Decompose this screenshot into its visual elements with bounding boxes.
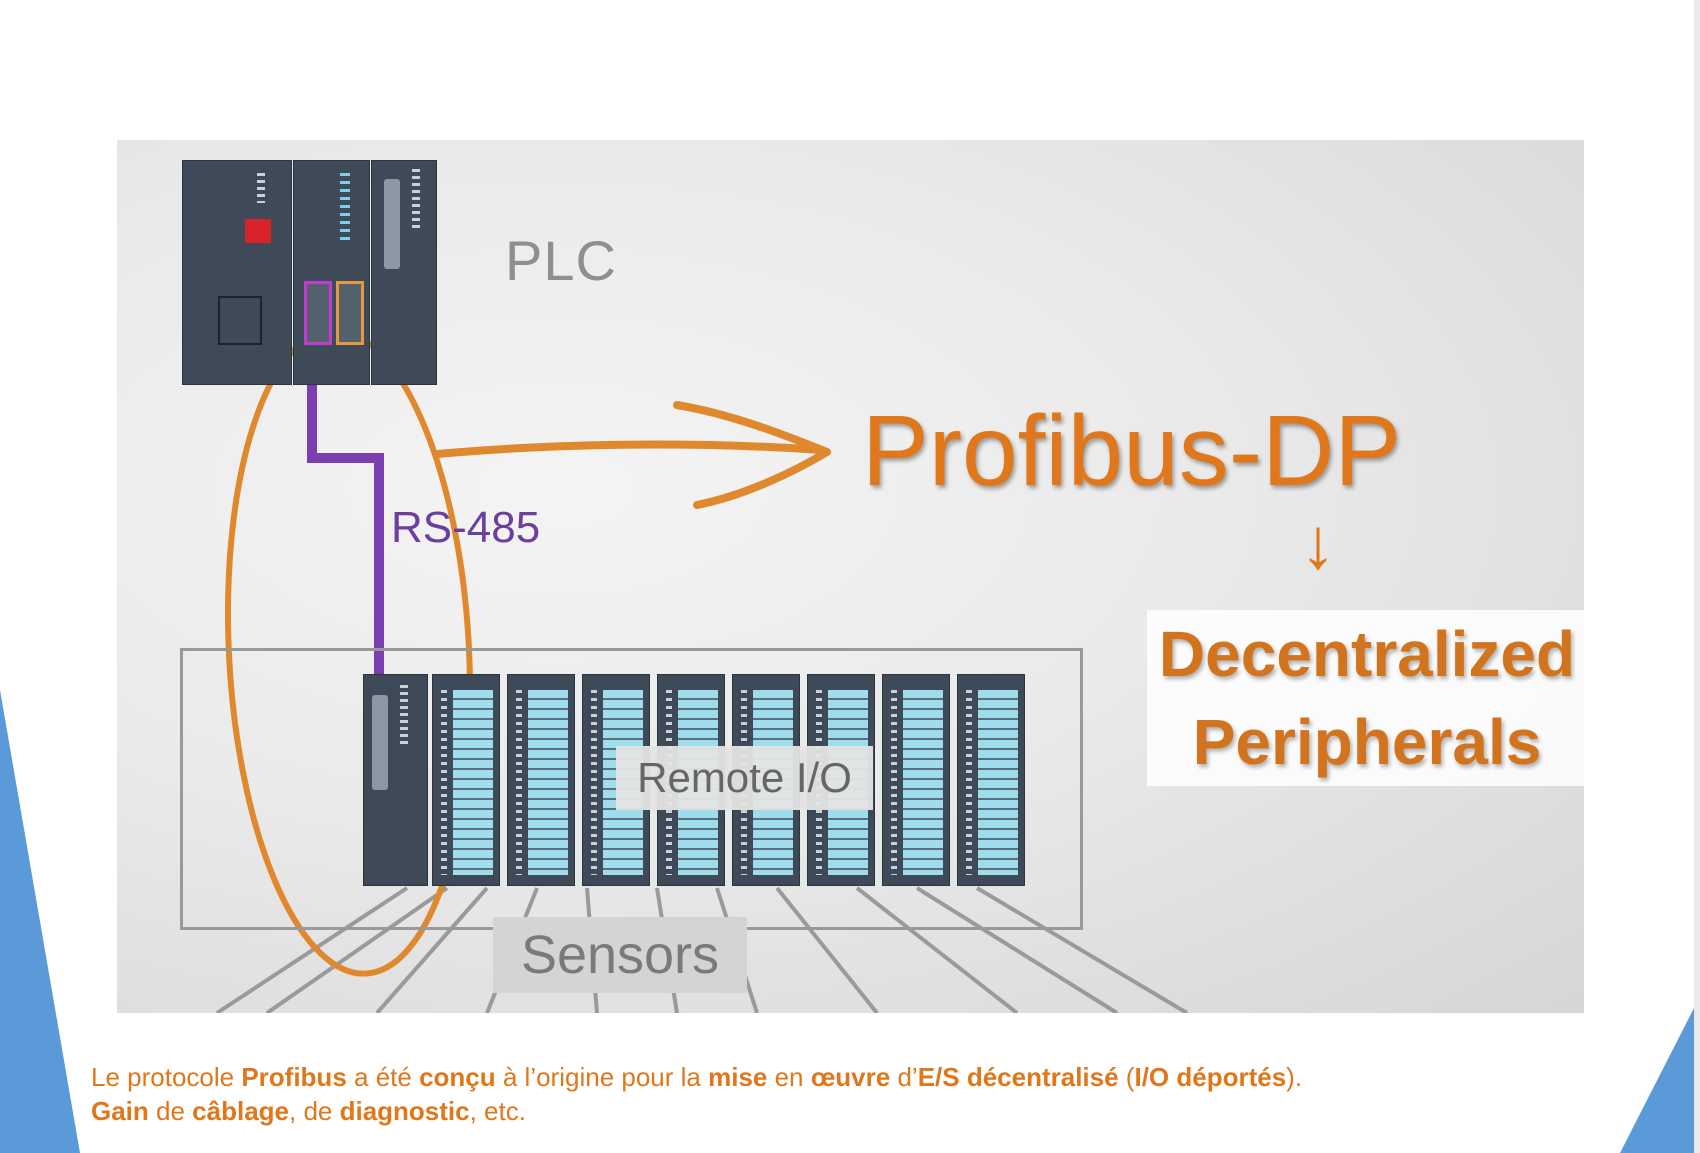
remote-io-label: Remote I/O — [616, 746, 873, 810]
sensors-label: Sensors — [493, 917, 747, 993]
sensor-wires — [215, 886, 1189, 1013]
arrow-head — [673, 401, 831, 509]
red-switch — [245, 219, 271, 243]
caption-text: Le protocole — [91, 1062, 242, 1092]
slide-caption: Le protocole Profibus a été conçu à l’or… — [91, 1060, 1302, 1128]
profibus-diagram: PLC RS-485 Profibus-DP ↓ Decentralized P… — [117, 140, 1584, 1013]
caption-text: en — [767, 1062, 811, 1092]
caption-text: ( — [1118, 1062, 1135, 1092]
caption-bold-term: conçu — [419, 1062, 496, 1092]
terminal-block — [218, 296, 262, 345]
down-arrow-icon: ↓ — [1300, 504, 1336, 584]
decentralized-peripherals-label: Decentralized Peripherals — [1147, 610, 1584, 786]
plc-rack — [182, 160, 437, 385]
slide-right-edge — [1694, 0, 1700, 1153]
caption-text: à l’origine pour la — [495, 1062, 709, 1092]
right-blue-triangle — [1620, 1008, 1694, 1153]
mpi-port — [336, 281, 364, 345]
plc-label: PLC — [505, 229, 617, 292]
cpu-module — [293, 160, 370, 385]
caption-bold-term: mise — [708, 1062, 768, 1092]
io-module — [507, 674, 575, 886]
rs485-label: RS-485 — [391, 503, 541, 552]
caption-bold-term: I/O déportés — [1134, 1062, 1287, 1092]
caption-text: ). — [1286, 1062, 1303, 1092]
interface-module — [371, 160, 437, 385]
left-blue-triangle — [0, 690, 80, 1153]
io-module — [432, 674, 500, 886]
module-leds — [400, 685, 408, 745]
diagram-lines — [215, 327, 1189, 1013]
caption-line-2: Gain de câblage, de diagnostic, etc. — [91, 1094, 1302, 1128]
profibus-dp-label: Profibus-DP — [862, 395, 1402, 507]
caption-text: a été — [346, 1062, 420, 1092]
caption-bold-term: diagnostic — [339, 1096, 470, 1126]
rs485-cable — [307, 385, 384, 674]
caption-text: d’ — [890, 1062, 918, 1092]
caption-bold-term: Profibus — [241, 1062, 347, 1092]
caption-text: , de — [289, 1096, 340, 1126]
io-head-module — [363, 674, 428, 886]
caption-bold-term: œuvre — [810, 1062, 891, 1092]
peripherals-line: Peripherals — [1192, 706, 1542, 778]
power-supply-module — [182, 160, 292, 385]
dsub-connector — [384, 179, 400, 269]
caption-line-1: Le protocole Profibus a été conçu à l’or… — [91, 1060, 1302, 1094]
dsub-connector — [372, 695, 388, 790]
caption-text: , etc. — [469, 1096, 526, 1126]
io-module — [882, 674, 950, 886]
io-module — [957, 674, 1025, 886]
caption-text: de — [148, 1096, 193, 1126]
caption-bold-term: Gain — [91, 1096, 149, 1126]
caption-bold-term: E/S décentralisé — [917, 1062, 1119, 1092]
status-leds — [340, 173, 350, 243]
arrow-shaft — [433, 440, 826, 458]
module-leds — [412, 169, 420, 229]
decentralized-line: Decentralized — [1158, 618, 1576, 690]
caption-bold-term: câblage — [192, 1096, 289, 1126]
profibus-port — [304, 281, 332, 345]
